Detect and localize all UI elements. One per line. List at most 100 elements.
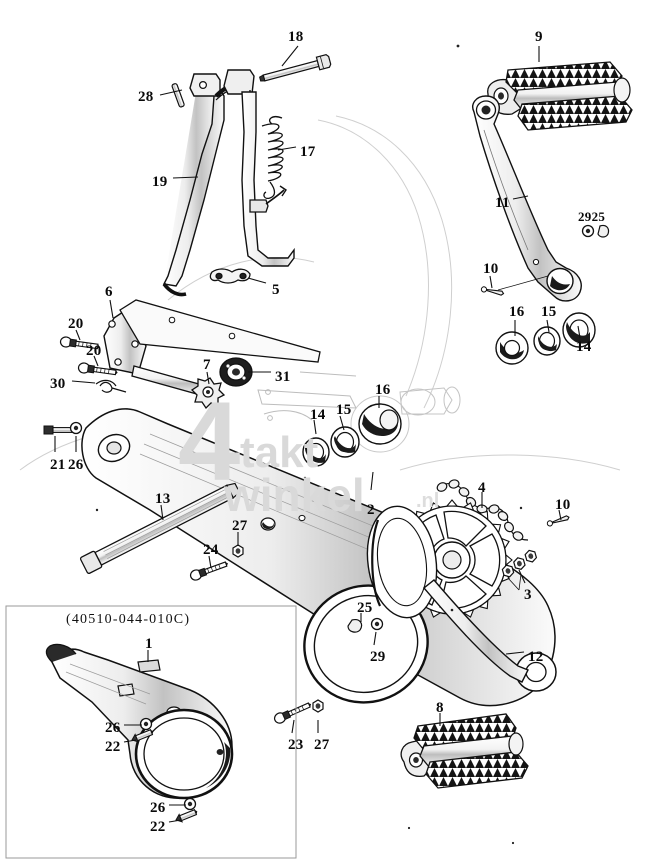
ghost-bush-right <box>399 386 461 416</box>
part-31-chain-adjuster-plate <box>219 357 253 387</box>
part-24-hex-bolt <box>188 558 231 583</box>
part-26-washer-inset-b <box>183 797 197 811</box>
leader-n28 <box>159 89 183 96</box>
leader-n13 <box>160 504 164 521</box>
callout-n7: 7 <box>203 357 211 373</box>
part-19-center-stand <box>162 69 295 297</box>
leader-n22b <box>168 819 182 823</box>
leader-n24a <box>208 555 212 569</box>
callout-n11: 11 <box>495 195 510 211</box>
part-28-stand-pin <box>171 83 185 108</box>
part-15-pivot-collar-right <box>533 326 561 356</box>
callout-n3: 3 <box>524 587 532 603</box>
leader-n20b <box>93 355 99 367</box>
callout-n5: 5 <box>272 282 280 298</box>
callout-n26c: 26 <box>150 800 166 816</box>
leader-n2 <box>370 471 374 491</box>
leader-n11 <box>512 195 529 200</box>
callout-n31: 31 <box>275 369 291 385</box>
callout-n13: 13 <box>155 491 171 507</box>
part-16-pivot-bush-right <box>495 331 529 365</box>
leader-n14b <box>577 325 581 339</box>
callout-n22b: 22 <box>150 819 166 835</box>
part-29-plain-washer-pedal <box>581 224 595 238</box>
callout-n23: 23 <box>288 737 304 753</box>
callout-n30: 30 <box>50 376 66 392</box>
callout-n14a: 14 <box>310 407 326 423</box>
part-22-screw-inset-a <box>131 729 154 743</box>
leader-n22a <box>123 739 137 743</box>
callout-n2: 2 <box>367 502 375 518</box>
part-8-pillion-footrest <box>400 713 529 789</box>
part-25-split-pin-arm <box>347 619 363 633</box>
callout-n27a: 27 <box>232 518 248 534</box>
callout-n15b: 15 <box>541 304 557 320</box>
part-13-swing-arm-pivot-bolt <box>79 482 241 574</box>
callout-n8: 8 <box>436 700 444 716</box>
part-15-pivot-collar-mid <box>330 426 360 458</box>
callout-leader-lines <box>54 45 581 823</box>
callout-n19: 19 <box>152 174 168 190</box>
leader-n18 <box>281 45 299 67</box>
callout-n24a: 24 <box>203 542 219 558</box>
leader-n10b <box>558 509 562 521</box>
callout-n4: 4 <box>478 480 486 496</box>
callout-n9: 9 <box>535 29 543 45</box>
part-3-sprocket-nuts <box>500 548 538 591</box>
part-27-nut-b <box>312 699 324 713</box>
leader-n15a <box>339 415 345 431</box>
callout-n17: 17 <box>300 144 316 160</box>
callout-n16b: 16 <box>509 304 525 320</box>
part-25-split-pin-pedal <box>597 224 610 238</box>
part-10-cotter-pin-lower <box>546 515 570 527</box>
callout-n26a: 26 <box>68 457 84 473</box>
callout-n21: 21 <box>50 457 66 473</box>
part-22-screw-inset-b <box>175 809 198 823</box>
callout-n27b: 27 <box>314 737 330 753</box>
inset-part-number: (40510-044-010C) <box>66 612 191 627</box>
callout-n20a: 20 <box>68 316 84 332</box>
part-16-pivot-bush-mid <box>350 395 410 453</box>
part-7-chain-adjuster-sprocket <box>190 377 226 410</box>
leader-n5 <box>247 277 267 284</box>
callout-n20b: 20 <box>86 343 102 359</box>
callout-n22a: 22 <box>105 739 121 755</box>
leader-n15b <box>546 319 550 333</box>
part-6-brake-pedal-bracket <box>103 299 321 397</box>
leader-n20a <box>75 329 81 341</box>
leader-n14a <box>313 419 317 435</box>
leader-n17 <box>277 146 297 151</box>
callout-n10b: 10 <box>555 497 571 513</box>
part-18-center-stand-bolt <box>259 53 332 82</box>
callout-n28: 28 <box>138 89 154 105</box>
leader-n10a <box>489 275 493 289</box>
rear-hub-ghost <box>366 505 438 619</box>
part-26-washer-a <box>69 421 83 435</box>
callout-n15a: 15 <box>336 402 352 418</box>
callout-n1: 1 <box>145 636 153 652</box>
callout-n10a: 10 <box>483 261 499 277</box>
part-29-plain-washer-arm <box>370 617 384 631</box>
leader-n3 <box>518 569 526 584</box>
leader-n6 <box>109 299 114 319</box>
callout-n26b: 26 <box>105 720 121 736</box>
leader-n29 <box>373 631 377 646</box>
leader-n30 <box>71 380 96 384</box>
part-26-washer-inset-a <box>139 717 153 731</box>
part-10-cotter-pin-upper <box>480 275 549 296</box>
inset-frame <box>5 605 297 859</box>
leader-n7 <box>206 371 210 385</box>
part-9-rider-footrest <box>487 61 633 131</box>
part-30-return-spring <box>95 379 127 393</box>
part-27-nut-a <box>232 544 244 558</box>
callout-n18: 18 <box>288 29 304 45</box>
callout-n29: 29 <box>370 649 386 665</box>
part-11-brake-pedal-arm <box>472 95 582 302</box>
leader-n12 <box>505 651 525 655</box>
callout-n12: 12 <box>528 649 544 665</box>
callout-n14b: 14 <box>576 339 592 355</box>
callout-n2925: 2925 <box>578 209 606 224</box>
speckles <box>95 44 523 845</box>
